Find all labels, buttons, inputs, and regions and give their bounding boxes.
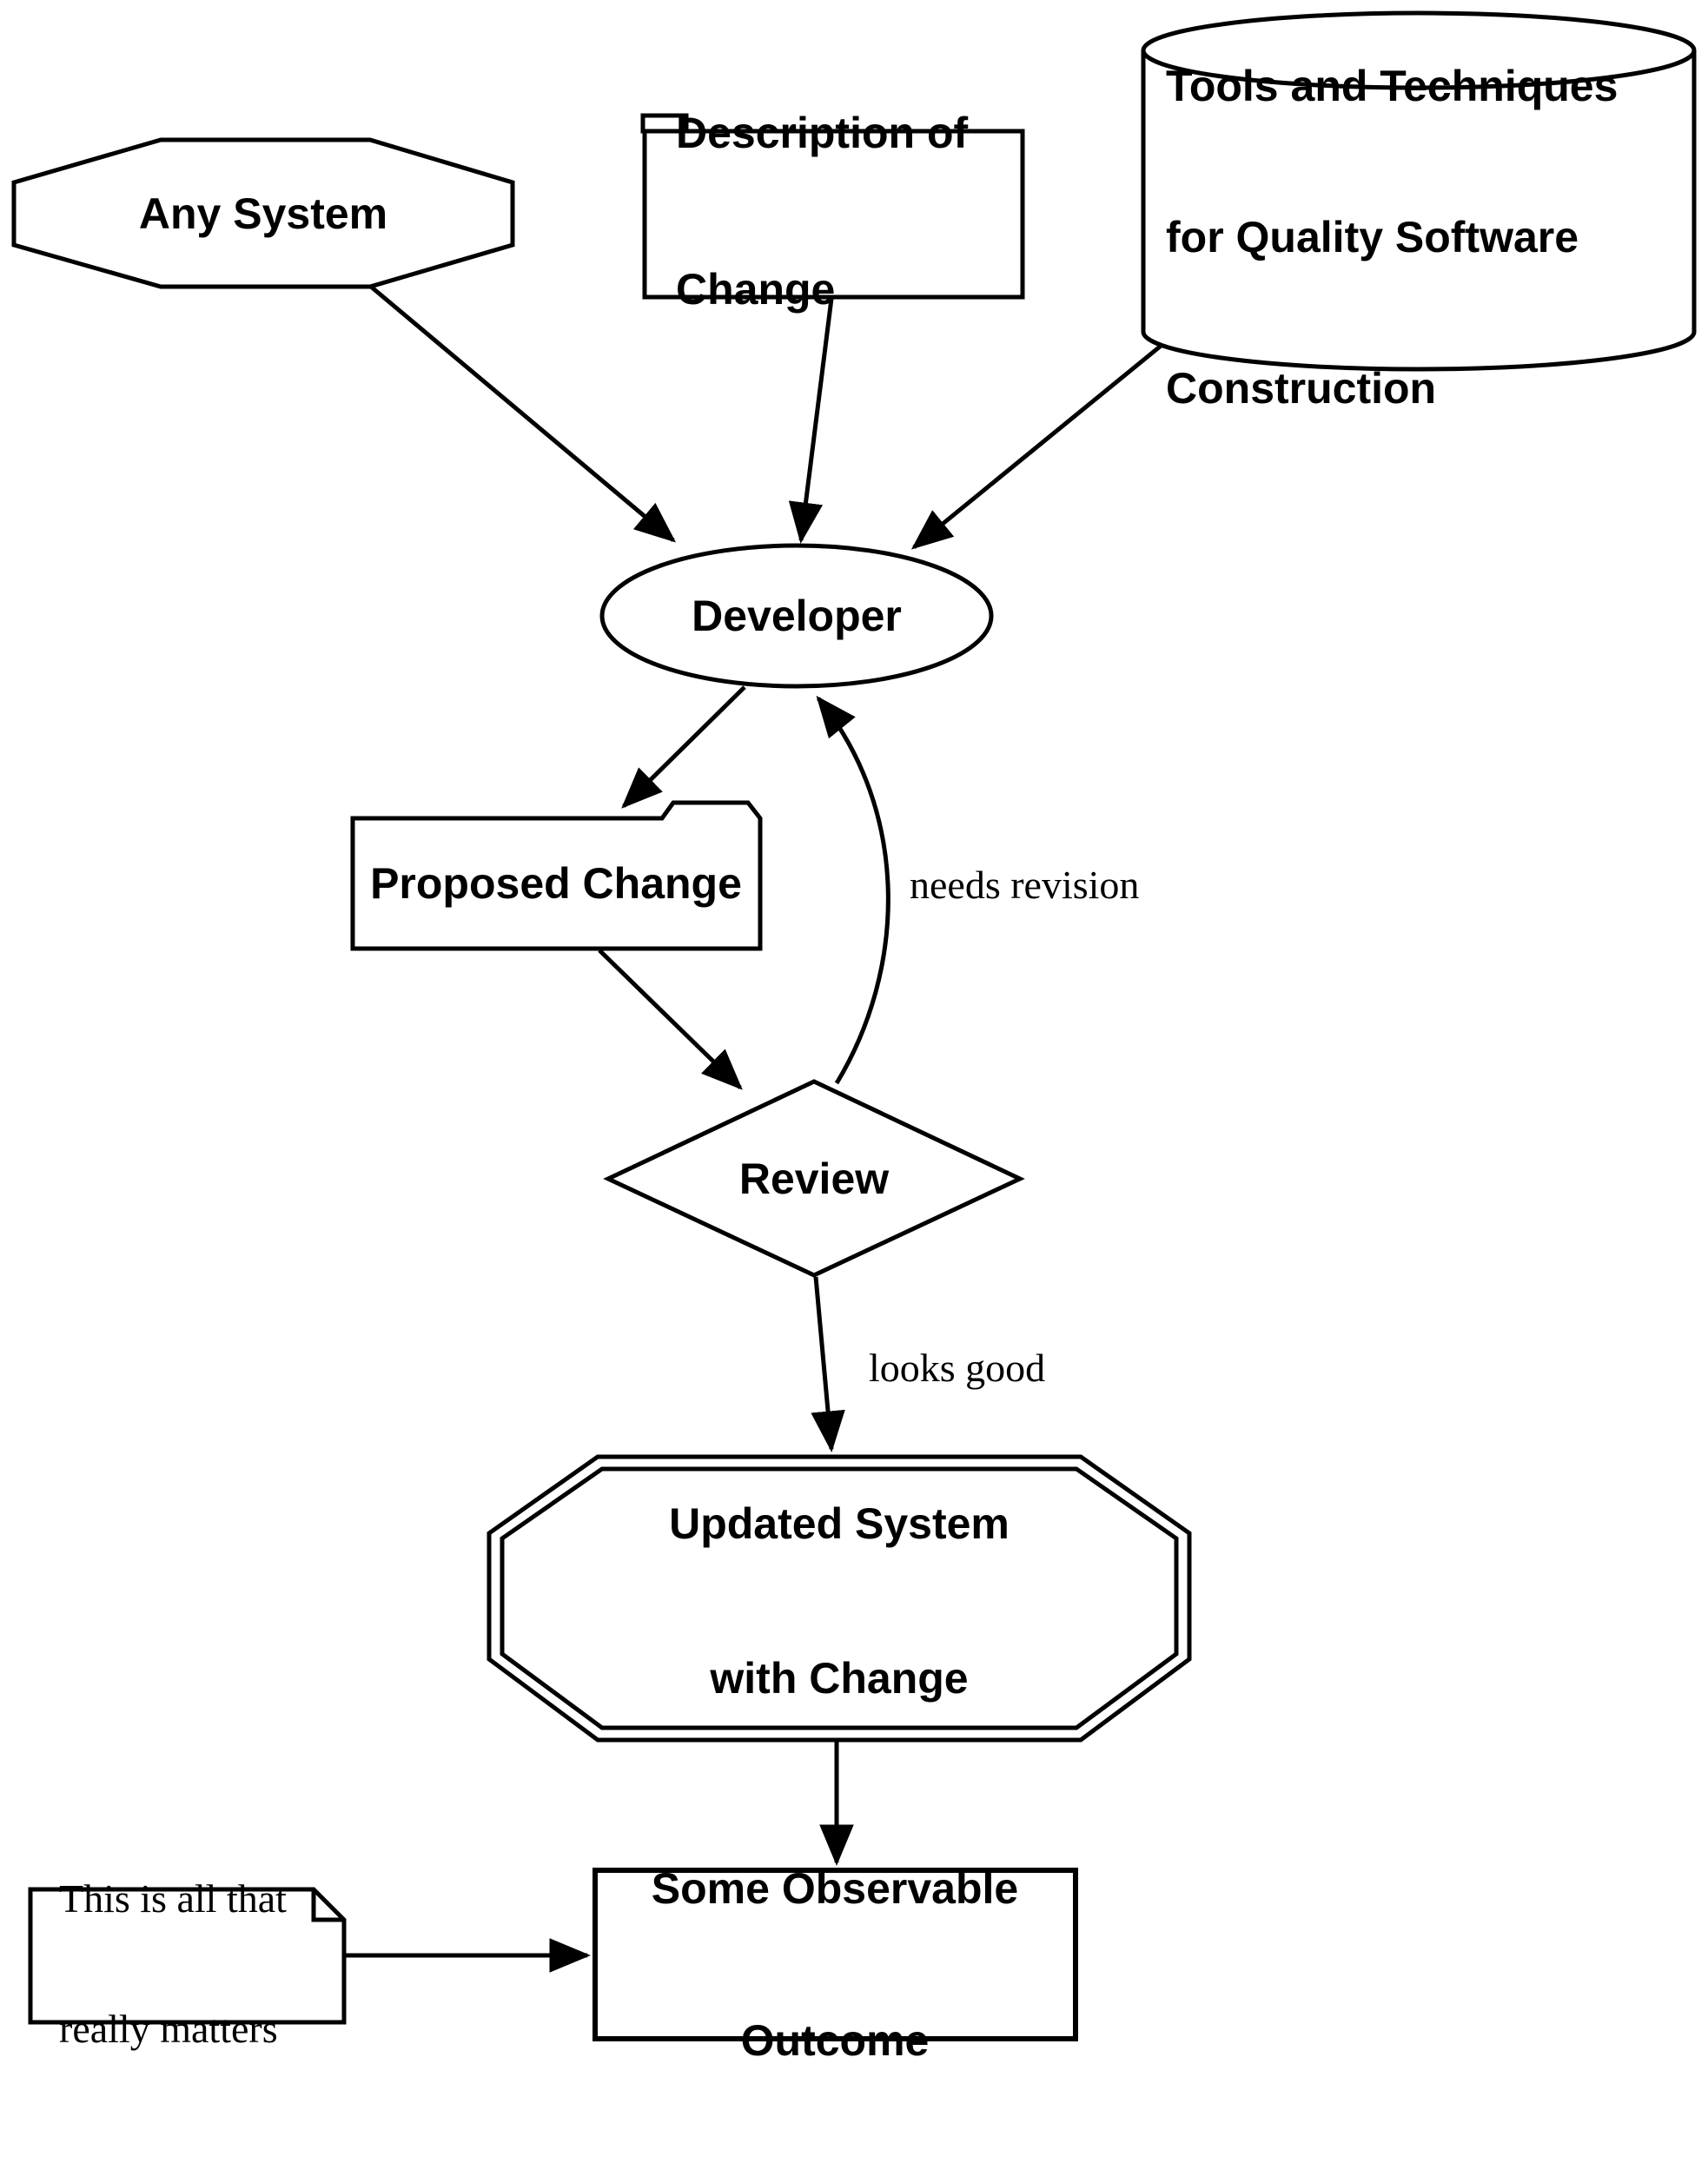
edge-description-to-developer	[788, 298, 834, 544]
updated-system-inner-shape	[500, 1466, 1179, 1730]
outcome-label-line1: Some Observable	[651, 1864, 1019, 1913]
edge-tools-to-developer	[910, 341, 1166, 550]
proposed-change-label: Proposed Change	[370, 859, 742, 908]
flowchart-drawing	[11, 10, 1697, 2041]
tools-cylinder-rim	[1141, 50, 1697, 90]
review-label: Review	[738, 1154, 890, 1203]
edge-developer-to-proposed-change	[621, 685, 746, 809]
note-label-line2: really matters	[59, 2007, 278, 2051]
tools-label-line1: Tools and Techniques	[1166, 62, 1619, 110]
any-system-label: Any System	[138, 189, 388, 238]
note-fold-corner	[311, 1889, 344, 1922]
edge-review-to-updated-system-looks-good	[811, 1276, 845, 1452]
proposed-change-shape	[350, 800, 763, 951]
edge-proposed-change-to-review	[598, 949, 743, 1090]
note-label-line1: This is all that	[59, 1876, 287, 1921]
description-of-change-shape	[642, 129, 1025, 300]
edge-any-system-to-developer	[369, 285, 677, 543]
developer-label: Developer	[692, 592, 902, 640]
description-of-change-label-line1: Description of	[676, 109, 969, 157]
tools-and-techniques-label: Tools and Techniques for Quality Softwar…	[1166, 0, 1618, 507]
developer-shape	[599, 543, 994, 689]
some-observable-outcome-shape	[593, 1868, 1078, 2041]
tools-cylinder-shape	[1141, 10, 1697, 372]
review-shape	[603, 1079, 1025, 1278]
any-system-shape	[11, 137, 515, 289]
updated-system-label-line1: Updated System	[669, 1499, 1010, 1548]
flowchart-canvas: Any System Description of Change Tools a…	[11, 0, 1697, 2065]
tools-label-line3: Construction	[1166, 364, 1437, 413]
looks-good-edge-label: looks good	[869, 1346, 1046, 1390]
outcome-label-line2: Outcome	[740, 2016, 930, 2065]
description-of-change-label: Description of Change	[676, 11, 968, 411]
updated-system-label-line2: with Change	[710, 1654, 969, 1703]
tools-label-line2: for Quality Software	[1166, 213, 1579, 261]
note-shape	[28, 1887, 347, 2025]
updated-system-label: Updated System with Change	[669, 1403, 1010, 1799]
some-observable-outcome-label: Some Observable Outcome	[652, 1769, 1018, 2160]
note-label: This is all that really matters	[59, 1794, 287, 2134]
needs-revision-edge-label: needs revision	[910, 863, 1140, 907]
edge-review-to-developer-needs-revision	[816, 695, 890, 1085]
description-of-change-label-line2: Change	[676, 265, 836, 314]
